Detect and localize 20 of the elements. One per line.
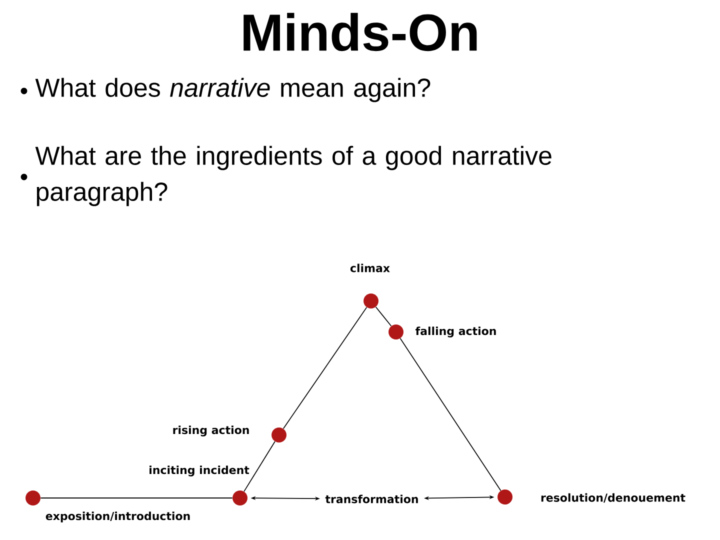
plot-point (272, 428, 286, 442)
question-text: What are the ingredients of a good narrative paragraph? (35, 146, 552, 206)
stage-label: resolution/denouement (541, 493, 686, 503)
plot-point (388, 324, 404, 340)
line (400, 338, 502, 492)
question-text: What does narrative mean again? (35, 78, 430, 102)
line (244, 441, 276, 492)
stage-label: climax (350, 264, 390, 272)
line (375, 306, 392, 326)
plot-point (232, 490, 248, 506)
plot-point (26, 490, 40, 506)
stage-label: falling action (416, 326, 496, 338)
plot-point (498, 490, 512, 504)
stage-label: transformation (325, 494, 418, 504)
stage-label: inciting incident (150, 466, 250, 476)
line (282, 306, 368, 430)
stage-label: rising action (173, 426, 249, 436)
stage-label: exposition/introduction (46, 512, 190, 522)
plot-point (364, 294, 378, 308)
title: Minds-On (244, 12, 477, 52)
